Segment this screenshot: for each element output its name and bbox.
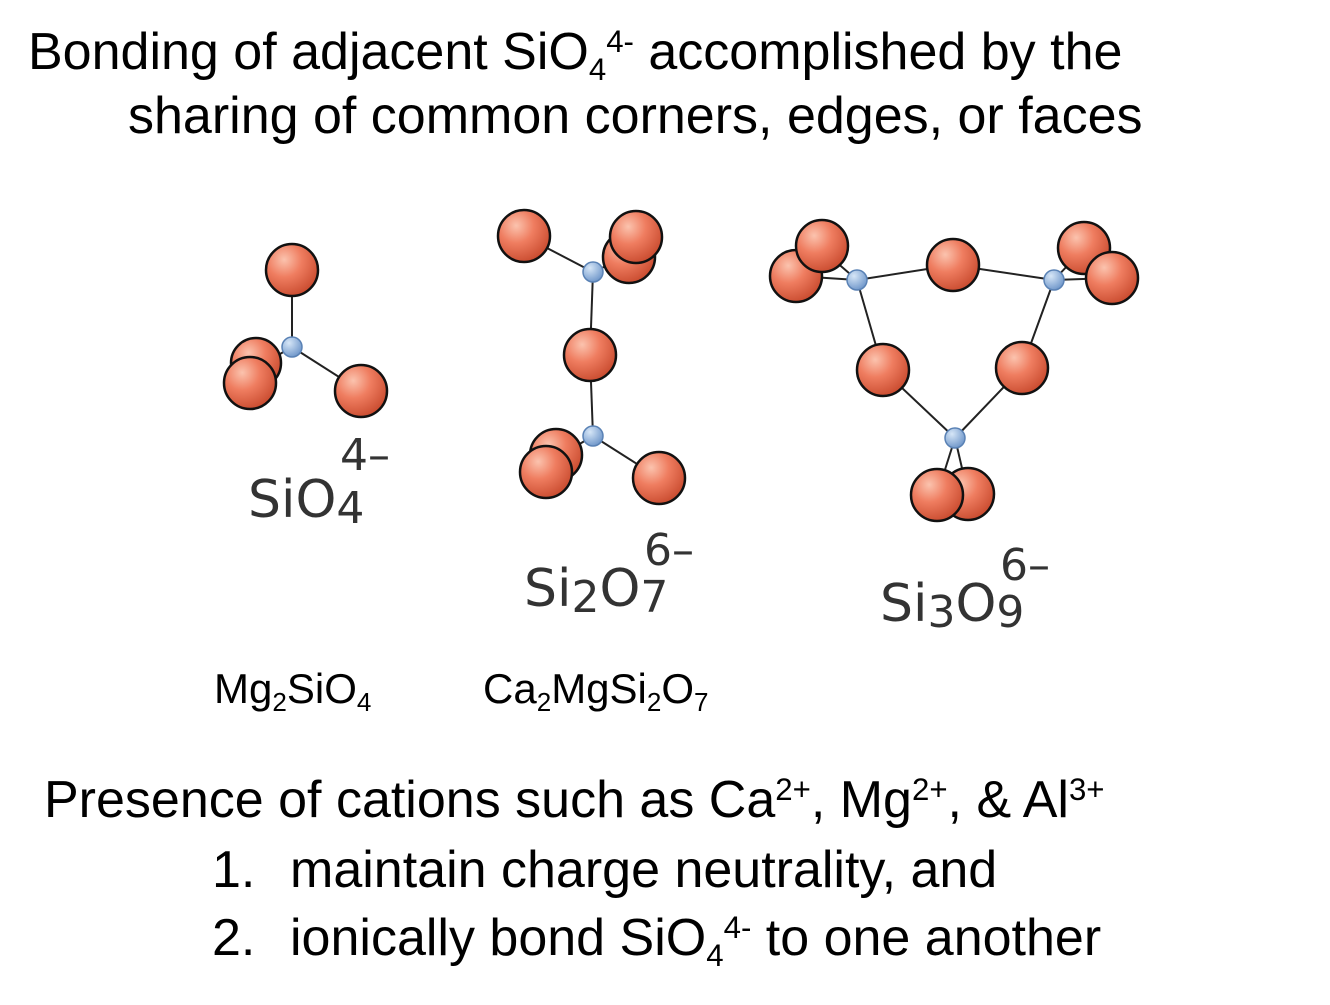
oxygen-atom xyxy=(794,218,850,274)
oxygen-atom xyxy=(994,340,1050,396)
oxygen-atom xyxy=(608,209,664,265)
oxygen-atom xyxy=(264,242,320,298)
oxygen-atom xyxy=(333,363,389,419)
title-line-2: sharing of common corners, edges, or fac… xyxy=(128,87,1143,145)
oxygen-atom xyxy=(855,342,911,398)
silicon-atom xyxy=(944,427,966,449)
oxygen-atom xyxy=(562,327,618,383)
oxygen-atom xyxy=(518,444,574,500)
oxygen-atom xyxy=(496,208,552,264)
cations-statement: Presence of cations such as Ca2+, Mg2+, … xyxy=(44,771,1105,829)
formula-ca2mgsi2o7: Ca2MgSi2O7 xyxy=(483,665,709,717)
sio4-label: SiO4 4– xyxy=(248,430,390,534)
oxygen-atom xyxy=(909,467,965,523)
oxygen-atom xyxy=(1084,250,1140,306)
si2o7-label: Si2O7 6– xyxy=(524,525,694,623)
silicon-atom xyxy=(582,261,604,283)
silicon-atom xyxy=(846,269,868,291)
si3o9-label: Si3O9 6– xyxy=(880,540,1050,638)
oxygen-atom xyxy=(222,355,278,411)
si3o9-ring xyxy=(768,218,1140,523)
title-line-1: Bonding of adjacent SiO44- accomplished … xyxy=(28,23,1123,87)
si2o7-pair xyxy=(496,208,687,506)
list-item: 1.maintain charge neutrality, and xyxy=(212,841,998,899)
oxygen-atom xyxy=(631,450,687,506)
formula-mg2sio4: Mg2SiO4 xyxy=(214,665,372,717)
list-item: 2.ionically bond SiO44- to one another xyxy=(212,909,1102,973)
oxygen-atom xyxy=(925,237,981,293)
silicon-atom xyxy=(281,336,303,358)
silicon-atom xyxy=(1043,269,1065,291)
sio4-tetrahedron xyxy=(222,242,389,419)
silicon-atom xyxy=(582,425,604,447)
